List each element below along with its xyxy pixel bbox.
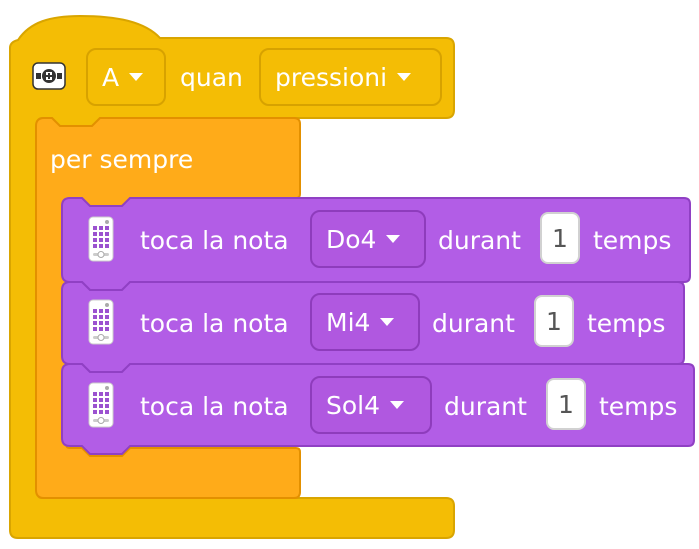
chevron-down-icon bbox=[129, 73, 144, 81]
sound-speaker-icon bbox=[88, 216, 114, 266]
note-select-value: Do4 bbox=[326, 224, 377, 254]
button-select-dropdown[interactable]: A bbox=[86, 48, 166, 106]
forever-label: per sempre bbox=[50, 145, 194, 174]
hat-when-text: quan bbox=[180, 63, 243, 92]
during-label: durant bbox=[444, 392, 527, 421]
sound-speaker-icon bbox=[88, 299, 114, 349]
button-select-value: A bbox=[102, 62, 120, 92]
event-select-dropdown[interactable]: pressioni bbox=[259, 48, 442, 106]
sound-speaker-icon bbox=[88, 382, 114, 432]
during-label: durant bbox=[432, 309, 515, 338]
note-select-dropdown[interactable]: Do4 bbox=[310, 210, 426, 268]
during-label: durant bbox=[438, 226, 521, 255]
beats-input[interactable]: 1 bbox=[534, 295, 574, 347]
chevron-down-icon bbox=[390, 401, 405, 409]
play-note-label: toca la nota bbox=[140, 226, 289, 255]
forever-block-shape bbox=[35, 117, 301, 499]
hub-button-icon bbox=[32, 62, 66, 94]
event-select-value: pressioni bbox=[275, 62, 388, 92]
play-note-label: toca la nota bbox=[140, 309, 289, 338]
chevron-down-icon bbox=[380, 318, 395, 326]
note-select-value: Sol4 bbox=[326, 390, 381, 420]
note-select-dropdown[interactable]: Sol4 bbox=[310, 376, 432, 434]
beats-input[interactable]: 1 bbox=[540, 212, 580, 264]
beats-unit-label: temps bbox=[599, 392, 678, 421]
note-select-value: Mi4 bbox=[326, 307, 371, 337]
play-note-label: toca la nota bbox=[140, 392, 289, 421]
beats-input[interactable]: 1 bbox=[546, 378, 586, 430]
beats-unit-label: temps bbox=[593, 226, 672, 255]
note-select-dropdown[interactable]: Mi4 bbox=[310, 293, 420, 351]
beats-unit-label: temps bbox=[587, 309, 666, 338]
chevron-down-icon bbox=[397, 73, 412, 81]
chevron-down-icon bbox=[386, 235, 401, 243]
